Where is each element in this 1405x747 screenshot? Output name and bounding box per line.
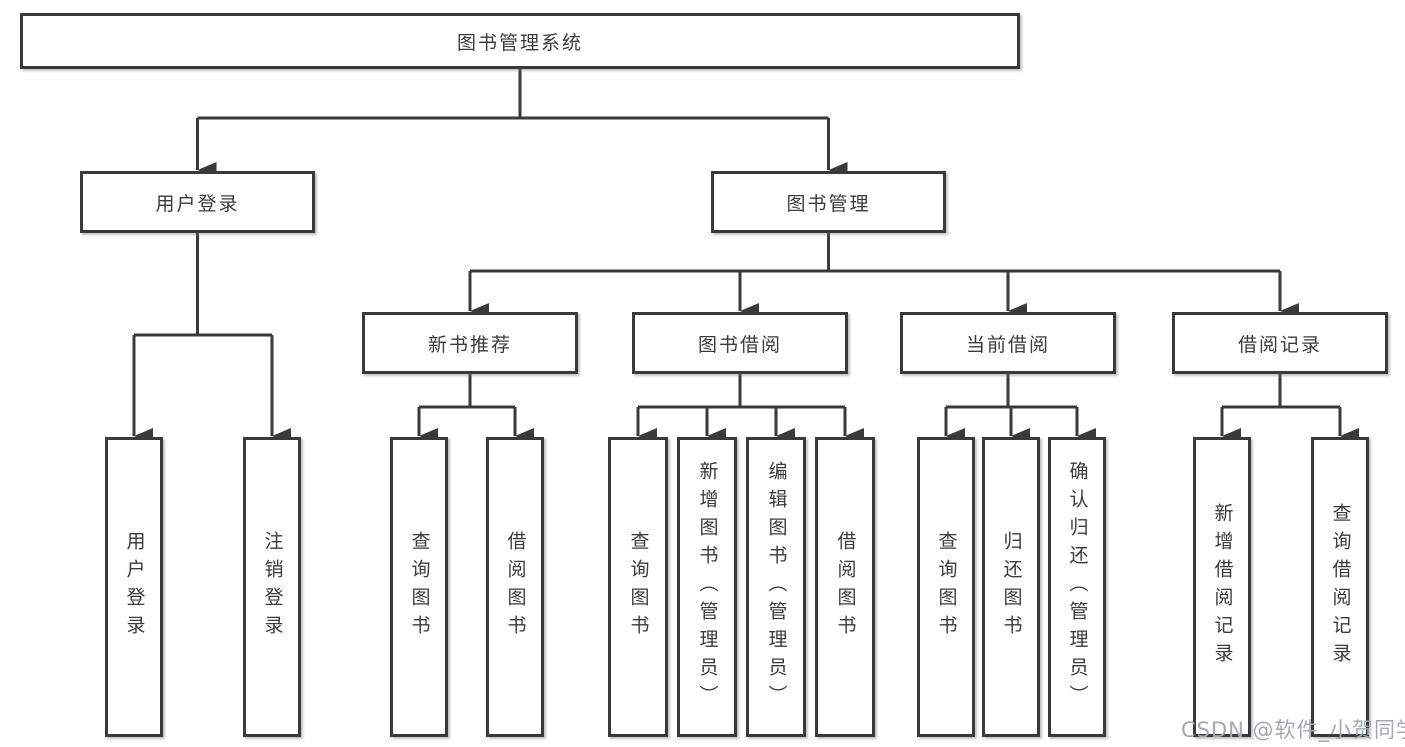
connector-borrow-records-rail [1222, 374, 1340, 409]
watermark: CSDN @软件_小贺同学 [1181, 718, 1405, 742]
leaf-return-book-label: 归还图书 [1000, 531, 1023, 643]
node-current-borrow-label: 当前借阅 [965, 333, 1050, 356]
connector-book-borrow-rail [638, 374, 845, 409]
leaf-confirm-return-admin: 确认归还（管理员） [1048, 437, 1106, 737]
node-current-borrow: 当前借阅 [900, 312, 1116, 374]
leaf-add-borrow-record: 新增借阅记录 [1193, 437, 1251, 737]
leaf-confirm-return-admin-label: 确认归还（管理员） [1066, 461, 1089, 713]
leaf-return-book: 归还图书 [982, 437, 1040, 737]
leaf-borrow-books-2: 借阅图书 [815, 437, 875, 737]
leaf-query-books-1: 查询图书 [390, 437, 448, 737]
leaf-add-book-admin: 新增图书（管理员） [677, 437, 737, 737]
leaf-user-login: 用户登录 [105, 437, 163, 737]
connector-user-login-rail [134, 233, 272, 337]
leaf-edit-book-admin-label: 编辑图书（管理员） [765, 461, 788, 713]
leaf-add-borrow-record-label: 新增借阅记录 [1211, 503, 1234, 671]
leaf-logout-login-label: 注销登录 [261, 531, 284, 643]
leaf-query-books-3-label: 查询图书 [935, 531, 958, 643]
node-user-login-label: 用户登录 [155, 192, 240, 215]
node-borrow-records-label: 借阅记录 [1237, 333, 1322, 356]
leaf-query-books-2: 查询图书 [608, 437, 668, 737]
connector-current-borrow-rail [946, 374, 1077, 409]
connector-root-rail [197, 68, 829, 120]
leaf-query-borrow-record-label: 查询借阅记录 [1329, 503, 1352, 671]
node-book-management: 图书管理 [711, 171, 946, 233]
leaf-add-book-admin-label: 新增图书（管理员） [696, 461, 719, 713]
leaf-borrow-books-2-label: 借阅图书 [834, 531, 857, 643]
leaf-user-login-label: 用户登录 [123, 531, 146, 643]
connector-book-management-rail [470, 233, 1280, 273]
leaf-edit-book-admin: 编辑图书（管理员） [746, 437, 806, 737]
node-root-label: 图书管理系统 [456, 31, 583, 54]
node-root: 图书管理系统 [20, 13, 1020, 69]
leaf-logout-login: 注销登录 [243, 437, 301, 737]
leaf-query-books-2-label: 查询图书 [627, 531, 650, 643]
leaf-query-books-1-label: 查询图书 [408, 531, 431, 643]
leaf-query-borrow-record: 查询借阅记录 [1311, 437, 1369, 737]
node-new-book-recommend: 新书推荐 [362, 312, 578, 374]
connector-new-book-rail [419, 374, 515, 409]
leaf-borrow-books-1: 借阅图书 [486, 437, 544, 737]
leaf-query-books-3: 查询图书 [917, 437, 975, 737]
leaf-borrow-books-1-label: 借阅图书 [504, 531, 527, 643]
node-new-book-recommend-label: 新书推荐 [427, 333, 512, 356]
node-user-login: 用户登录 [80, 171, 315, 233]
node-borrow-records: 借阅记录 [1172, 312, 1388, 374]
node-book-management-label: 图书管理 [786, 192, 871, 215]
node-book-borrow-label: 图书借阅 [697, 333, 782, 356]
node-book-borrow: 图书借阅 [632, 312, 848, 374]
